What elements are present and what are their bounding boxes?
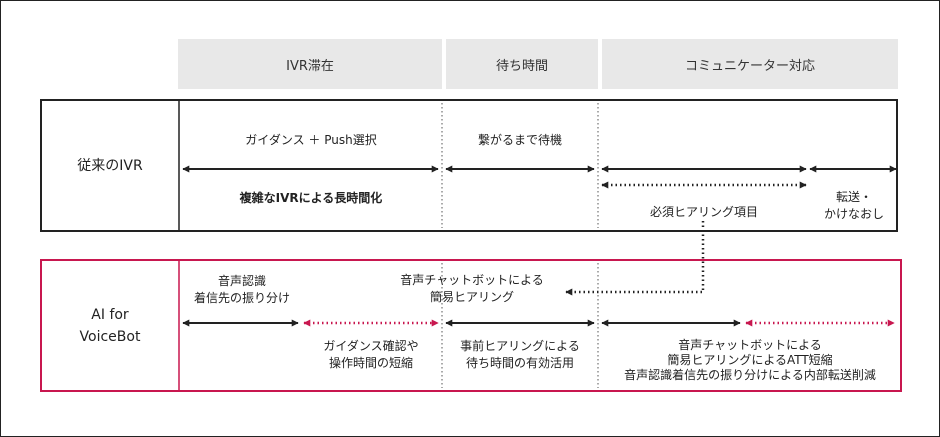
row1-transfer-text: 転送・ かけなおし [823, 190, 884, 221]
row2-voice-routing-text: 音声認識 着信先の振り分け [193, 274, 290, 305]
row1-long-time-text: 複雑なIVRによる長時間化 [239, 191, 383, 205]
row-label-conventional-ivr: 従来のIVR [77, 157, 143, 174]
header-ivr-stay: IVR滞在 [178, 39, 442, 89]
row2-guidance-short-text: ガイダンス確認や 操作時間の短縮 [323, 339, 419, 370]
row1-guidance-text: ガイダンス ＋ Push選択 [245, 133, 377, 147]
row2-att-short-text: 音声チャットボットによる 簡易ヒアリングによるATT短縮 音声認識着信先の振り分… [624, 338, 876, 382]
hearing-to-chatbot-connector [565, 221, 705, 296]
header-communicator: コミュニケーター対応 [602, 39, 898, 89]
header-wait-time: 待ち時間 [446, 39, 598, 89]
row1-connecting-text: 繋がるまで待機 [477, 133, 562, 147]
row1-hearing-text: 必須ヒアリング項目 [649, 205, 758, 219]
row2-chatbot-hearing-text: 音声チャットボットによる 簡易ヒアリング [400, 273, 544, 304]
row2-wait-use-text: 事前ヒアリングによる 待ち時間の有効活用 [460, 339, 580, 370]
row-label-ai-voicebot: AI for VoiceBot [79, 306, 141, 345]
